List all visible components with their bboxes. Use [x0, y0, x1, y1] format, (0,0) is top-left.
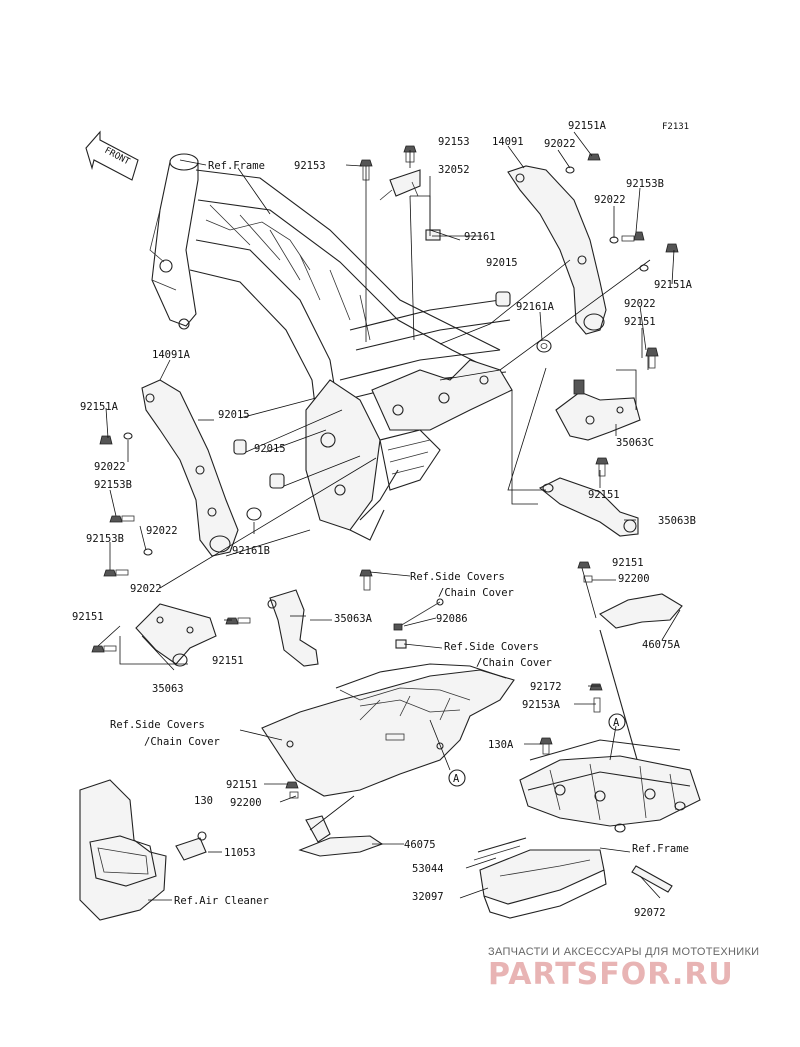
bracket-35063A-drawing [225, 589, 319, 667]
label-92072: 92072 [634, 907, 666, 919]
part-labels: F2131 Ref.Frame 92153 92153 32052 14091 … [72, 120, 696, 919]
tray-32097-drawing [473, 837, 607, 919]
right-fasteners-drawing [495, 153, 679, 353]
watermark-tagline: ЗАПЧАСТИ И АКСЕССУАРЫ ДЛЯ МОТОТЕХНИКИ [488, 946, 760, 958]
label-ref-side-covers-2a: Ref.Side Covers [444, 641, 539, 653]
label-ref-side-covers-3b: /Chain Cover [144, 736, 220, 748]
label-32097: 32097 [412, 891, 444, 903]
label-46075A: 46075A [642, 639, 681, 651]
label-ref-frame-top: Ref.Frame [208, 160, 265, 172]
callout-a-2-label: A [613, 717, 620, 729]
label-92161A: 92161A [516, 301, 555, 313]
label-53044: 53044 [412, 863, 444, 875]
watermark: ЗАПЧАСТИ И АКСЕССУАРЫ ДЛЯ МОТОТЕХНИКИ PA… [488, 946, 788, 992]
strap-92072-drawing [631, 865, 673, 893]
label-92151A-top: 92151A [568, 120, 607, 132]
bracket-35063-drawing [91, 603, 217, 667]
label-ref-side-covers-1b: /Chain Cover [438, 587, 514, 599]
label-92022-left1: 92022 [94, 461, 126, 473]
label-92022-top: 92022 [544, 138, 576, 150]
label-92153-top-mid: 92153 [438, 136, 470, 148]
label-35063: 35063 [152, 683, 184, 695]
label-92153B-left1: 92153B [94, 479, 132, 491]
callout-a-1: A [448, 769, 466, 787]
main-frame-drawing [149, 153, 513, 541]
front-arrow-icon: FRONT [85, 130, 139, 181]
label-35063A: 35063A [334, 613, 373, 625]
label-92200-r: 92200 [618, 573, 650, 585]
leader-lines [97, 131, 681, 901]
figure-code: F2131 [662, 122, 689, 132]
bracket-14091-drawing [507, 165, 607, 335]
watermark-logo: PARTSFOR.RU [488, 957, 734, 992]
label-92015-top: 92015 [486, 257, 518, 269]
label-130A: 130A [488, 739, 514, 751]
label-92022-right2: 92022 [624, 298, 656, 310]
label-92015-left2: 92015 [254, 443, 286, 455]
label-92022-right: 92022 [594, 194, 626, 206]
label-92161B: 92161B [232, 545, 270, 557]
label-ref-side-covers-2b: /Chain Cover [476, 657, 552, 669]
callout-a-1-label: A [453, 773, 460, 785]
label-11053: 11053 [224, 847, 256, 859]
callout-a-2: A [608, 713, 626, 731]
label-32052: 32052 [438, 164, 470, 176]
label-ref-side-covers-1a: Ref.Side Covers [410, 571, 505, 583]
label-92172: 92172 [530, 681, 562, 693]
label-92151-bl: 92151 [212, 655, 244, 667]
label-92153A: 92153A [522, 699, 561, 711]
label-92151-r3: 92151 [612, 557, 644, 569]
label-14091: 14091 [492, 136, 524, 148]
label-92151A-right: 92151A [654, 279, 693, 291]
label-92086: 92086 [436, 613, 468, 625]
bracket-35063B-drawing [538, 457, 639, 537]
label-ref-air-cleaner: Ref.Air Cleaner [174, 895, 269, 907]
air-cleaner-drawing [79, 779, 207, 921]
bracket-46075A-drawing [577, 561, 683, 771]
left-fasteners-drawing [99, 432, 285, 577]
label-ref-side-covers-3a: Ref.Side Covers [110, 719, 205, 731]
label-35063C: 35063C [616, 437, 654, 449]
label-92153-top-left: 92153 [294, 160, 326, 172]
label-92151A-left: 92151A [80, 401, 119, 413]
label-92015-left1: 92015 [218, 409, 250, 421]
bracket-14091A-drawing [141, 379, 239, 557]
label-92200-low: 92200 [230, 797, 262, 809]
label-92161: 92161 [464, 231, 496, 243]
label-14091A: 14091A [152, 349, 191, 361]
label-92151-left: 92151 [72, 611, 104, 623]
label-92153B-right: 92153B [626, 178, 664, 190]
rear-subframe-drawing [519, 683, 701, 833]
bracket-32052-drawing [359, 145, 441, 241]
label-92022-left3: 92022 [130, 583, 162, 595]
label-130: 130 [194, 795, 213, 807]
label-46075: 46075 [404, 839, 436, 851]
label-92151-right: 92151 [624, 316, 656, 328]
label-35063B: 35063B [658, 515, 696, 527]
side-cover-drawing [261, 663, 515, 797]
label-92151-low: 92151 [226, 779, 258, 791]
label-ref-frame-bottom: Ref.Frame [632, 843, 689, 855]
label-92153B-left2: 92153B [86, 533, 124, 545]
bracket-35063C-drawing [555, 347, 659, 441]
label-92151-mid: 92151 [588, 489, 620, 501]
label-92022-left2: 92022 [146, 525, 178, 537]
